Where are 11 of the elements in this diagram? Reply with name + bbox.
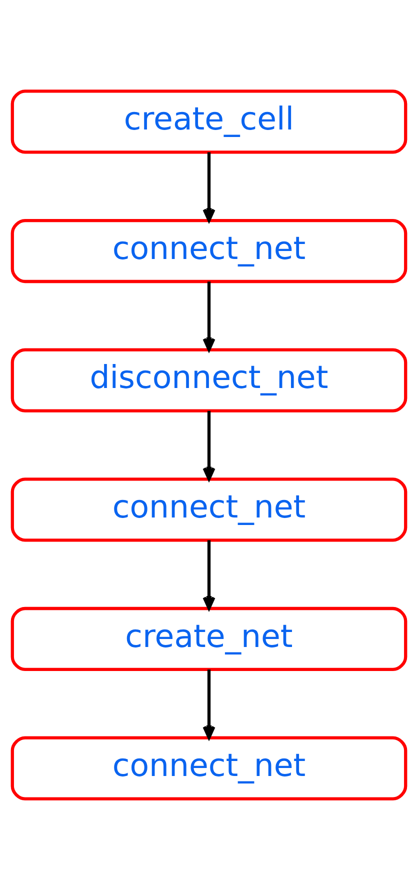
node-box: disconnect_net [10,348,408,412]
arrow [202,669,216,739]
arrow [202,281,216,351]
node-box: create_cell [10,89,408,154]
arrow [202,152,216,222]
node-box: connect_net [10,736,408,800]
node-box: connect_net [10,477,408,542]
node-box: connect_net [10,218,408,283]
arrow [202,410,216,480]
arrow [202,540,216,610]
node-box: create_net [10,606,408,671]
